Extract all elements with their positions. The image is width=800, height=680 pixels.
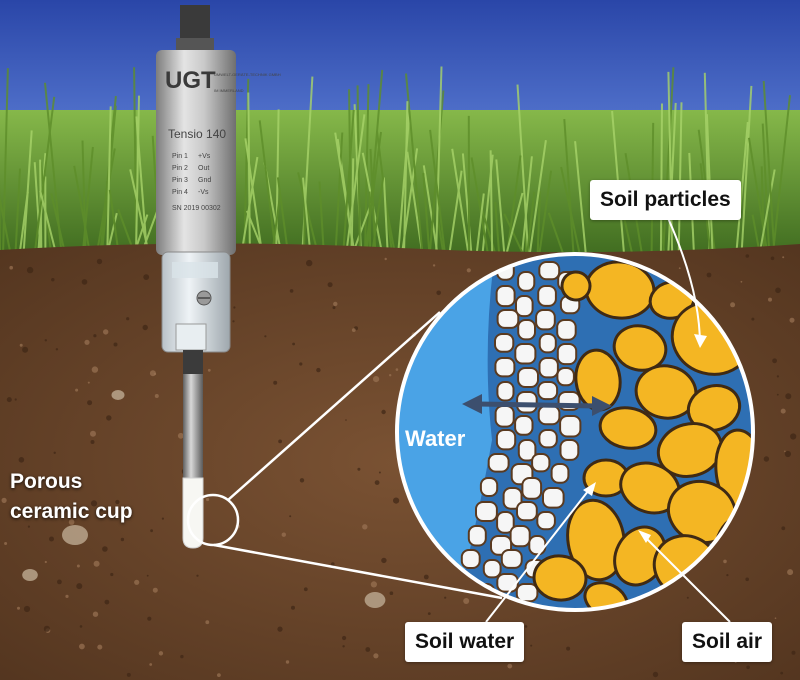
label-porous-line2: ceramic cup: [10, 500, 133, 523]
sensor-shaft: [183, 374, 203, 479]
soil-water-pointer: [485, 485, 593, 623]
sensor-acrylic-ring: [172, 262, 218, 278]
double-headed-arrow-icon: [462, 394, 612, 416]
sensor-pin-value: -Vs: [198, 189, 209, 196]
sensor-brand-sub: UMWELT-GERÄTE-TECHNIK GMBH: [214, 72, 281, 77]
sensor-pin-label: Pin 4: [172, 189, 188, 196]
sensor-serial: SN 2019 00302: [172, 205, 221, 212]
porous-ceramic-cup: [182, 477, 204, 549]
sensor-housing: [156, 50, 236, 255]
zoom-line-top: [227, 311, 441, 501]
sensor-model: Tensio 140: [168, 127, 226, 141]
sensor-pin-value: +Vs: [198, 153, 211, 160]
sensor-connector-nut: [176, 38, 214, 52]
sensor-brand-sub2: IM IMMERLAND: [214, 88, 244, 93]
sensor-pin-label: Pin 2: [172, 165, 188, 172]
label-porous-ceramic-cup: Porous ceramic cup: [10, 467, 133, 527]
sensor-coupling: [175, 323, 207, 351]
soil-particles-pointer: [667, 217, 701, 346]
label-water: Water: [405, 426, 466, 451]
label-soil-water: Soil water: [405, 622, 525, 662]
label-soil-particles: Soil particles: [590, 180, 741, 220]
sensor-pin-value: Gnd: [198, 177, 211, 184]
sensor-pin-label: Pin 1: [172, 153, 188, 160]
sensor-pin-value: Out: [198, 165, 209, 172]
sensor-pin-label: Pin 3: [172, 177, 188, 184]
label-soil-air: Soil air: [682, 622, 773, 662]
label-porous-line1: Porous: [10, 470, 83, 493]
soil-air-pointer: [641, 533, 731, 623]
sensor-seal: [183, 350, 203, 376]
ceramic-cup-cells: [452, 261, 582, 605]
cup-focus-ring: [186, 493, 240, 547]
tensiometer-sensor: UGT UMWELT-GERÄTE-TECHNIK GMBH IM IMMERL…: [156, 5, 281, 549]
zoom-line-bottom: [213, 543, 503, 600]
magnifier-border: [395, 252, 755, 612]
sensor-brand: UGT: [165, 67, 216, 94]
